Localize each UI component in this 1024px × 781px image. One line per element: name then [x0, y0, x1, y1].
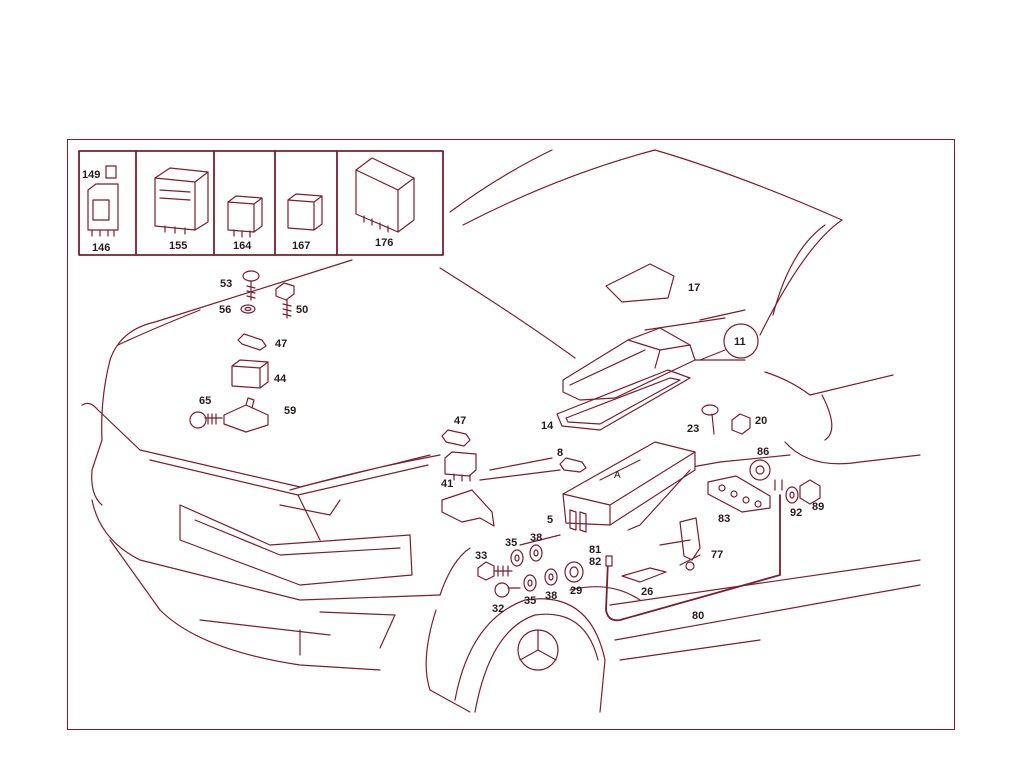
label-29: 29 — [570, 585, 582, 597]
label-23: 23 — [687, 423, 699, 435]
part-14-gasket-icon[interactable] — [556, 369, 691, 431]
part-38-washer-icon[interactable] — [529, 544, 543, 562]
diagram-frame — [67, 139, 955, 730]
label-33: 33 — [475, 550, 487, 562]
part-29-grommet-icon[interactable] — [564, 561, 584, 583]
label-14: 14 — [541, 420, 554, 432]
label-17: 17 — [688, 282, 700, 294]
label-164: 164 — [233, 240, 252, 252]
label-82: 82 — [589, 556, 601, 568]
mercedes-star-icon — [517, 629, 559, 671]
label-5: 5 — [547, 514, 553, 526]
part-32-bolt-icon[interactable] — [494, 582, 521, 598]
label-26: 26 — [641, 586, 653, 598]
part-41-bracket-icon[interactable] — [441, 489, 495, 527]
label-176: 176 — [375, 237, 393, 249]
label-41: 41 — [441, 478, 453, 490]
label-65: 65 — [199, 395, 211, 407]
part-47-fuse-icon[interactable] — [237, 333, 267, 351]
callout-labels: 149 146 155 164 167 176 53 56 50 47 44 6… — [82, 169, 824, 622]
label-155: 155 — [169, 240, 187, 252]
part-26-bracket-icon[interactable] — [621, 567, 667, 583]
part-86-grommet-icon[interactable] — [749, 459, 771, 481]
part-77-plug-icon[interactable] — [679, 517, 701, 571]
part-65-bolt-icon[interactable] — [189, 411, 223, 429]
part-20-nut-icon[interactable] — [731, 413, 751, 435]
car-body-outline — [81, 149, 921, 713]
part-92-washer-icon[interactable] — [785, 486, 799, 504]
part-14-fuse-box-cover-icon[interactable] — [562, 327, 696, 401]
label-149: 149 — [82, 169, 100, 181]
part-53-screw-icon[interactable] — [242, 270, 260, 301]
label-86: 86 — [757, 446, 769, 458]
part-155-relay-icon[interactable] — [154, 167, 209, 235]
label-11: 11 — [734, 336, 746, 348]
label-35-b: 35 — [524, 595, 536, 607]
label-146: 146 — [92, 242, 110, 254]
label-53: 53 — [220, 278, 232, 290]
label-44: 44 — [274, 373, 287, 385]
part-146-relay-icon[interactable] — [87, 183, 119, 237]
label-167: 167 — [292, 240, 310, 252]
label-56: 56 — [219, 304, 231, 316]
part-56-washer-icon[interactable] — [240, 304, 256, 314]
label-47: 47 — [275, 338, 287, 350]
part-47-fuse-icon-2[interactable] — [441, 429, 471, 447]
label-8: 8 — [557, 447, 563, 459]
part-83-terminal-block-icon[interactable] — [707, 475, 771, 513]
part-81-82-connector-icon[interactable] — [605, 555, 613, 567]
label-81: 81 — [589, 544, 601, 556]
part-17-cover-icon[interactable] — [605, 263, 675, 303]
part-164-relay-icon[interactable] — [227, 195, 263, 238]
label-35: 35 — [505, 537, 517, 549]
part-176-relay-icon[interactable] — [355, 157, 415, 233]
part-167-relay-icon[interactable] — [287, 193, 323, 231]
part-8-fuse-icon[interactable] — [559, 457, 587, 473]
part-5-fuse-box-icon[interactable] — [562, 441, 696, 533]
part-89-nut-icon[interactable] — [799, 479, 821, 505]
label-50: 50 — [296, 304, 308, 316]
label-80: 80 — [692, 610, 704, 622]
part-35-washer-icon-2[interactable] — [523, 574, 537, 592]
label-38: 38 — [530, 532, 542, 544]
leader-lines — [479, 457, 701, 566]
label-59: 59 — [284, 405, 296, 417]
label-47-b: 47 — [454, 415, 466, 427]
part-149-fuse-cap-icon[interactable] — [105, 165, 117, 179]
label-32: 32 — [492, 603, 504, 615]
part-33-bolt-icon[interactable] — [477, 561, 513, 581]
label-83: 83 — [718, 513, 730, 525]
part-11-callout — [723, 323, 759, 359]
label-a: A — [614, 470, 621, 481]
label-77: 77 — [711, 549, 723, 561]
part-80-wiring-harness-icon[interactable] — [605, 479, 783, 622]
part-50-bolt-icon[interactable] — [275, 282, 295, 319]
part-38-washer-icon-2[interactable] — [544, 568, 558, 586]
label-20: 20 — [755, 415, 767, 427]
label-92: 92 — [790, 507, 802, 519]
part-59-bracket-icon[interactable] — [223, 397, 269, 433]
label-89: 89 — [812, 501, 824, 513]
part-44-relay-icon[interactable] — [231, 359, 269, 389]
part-23-screw-icon[interactable] — [701, 404, 719, 435]
part-41-relay-icon[interactable] — [444, 451, 477, 482]
part-35-washer-icon[interactable] — [510, 549, 524, 567]
label-38-b: 38 — [545, 590, 557, 602]
